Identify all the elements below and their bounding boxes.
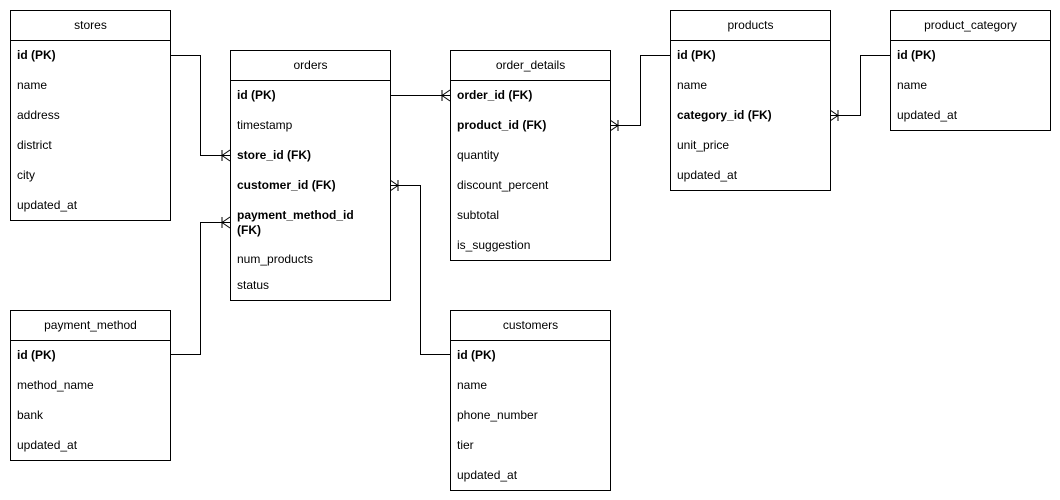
- field-discount-percent: discount_percent: [457, 178, 549, 192]
- field-is-suggestion: is_suggestion: [457, 238, 531, 252]
- connector-category-products: [830, 55, 890, 116]
- field-payment-method-id: payment_method_id (FK): [237, 208, 354, 237]
- table-header: orders: [231, 51, 390, 81]
- field-quantity: quantity: [457, 148, 500, 162]
- field-updated-at: updated_at: [897, 108, 958, 122]
- table-products[interactable]: products id (PK) name category_id (FK) u…: [670, 10, 831, 191]
- field-method-name: method_name: [17, 378, 94, 392]
- connector-stores-orders: [170, 55, 230, 156]
- crowfoot-orders-orderdetails: [441, 89, 451, 102]
- table-customers[interactable]: customers id (PK) name phone_number tier…: [450, 310, 611, 491]
- table-header: customers: [451, 311, 610, 341]
- crowfoot-category-products: [829, 109, 839, 122]
- field-unit-price: unit_price: [677, 138, 730, 152]
- field-category-id: category_id (FK): [677, 108, 772, 122]
- table-header: payment_method: [11, 311, 170, 341]
- field-timestamp: timestamp: [237, 118, 293, 132]
- field-name: name: [17, 78, 48, 92]
- field-updated-at: updated_at: [17, 438, 78, 452]
- field-subtotal: subtotal: [457, 208, 500, 222]
- field-address: address: [17, 108, 60, 122]
- field-tier: tier: [457, 438, 474, 452]
- field-bank: bank: [17, 408, 44, 422]
- field-id: id (PK): [677, 48, 716, 62]
- crowfoot-stores-orders: [221, 149, 231, 162]
- field-order-id: order_id (FK): [457, 88, 533, 102]
- table-payment-method[interactable]: payment_method id (PK) method_name bank …: [10, 310, 171, 461]
- field-store-id: store_id (FK): [237, 148, 312, 162]
- table-header: product_category: [891, 11, 1050, 41]
- field-name: name: [897, 78, 928, 92]
- table-product-category[interactable]: product_category id (PK) name updated_at: [890, 10, 1051, 131]
- field-num-products: num_products: [237, 252, 314, 266]
- crowfoot-products-orderdetails: [609, 119, 619, 132]
- field-id: id (PK): [237, 88, 276, 102]
- field-updated-at: updated_at: [17, 198, 78, 212]
- table-header: products: [671, 11, 830, 41]
- table-header: order_details: [451, 51, 610, 81]
- crowfoot-customers-orders: [389, 179, 399, 192]
- field-id: id (PK): [17, 48, 56, 62]
- field-name: name: [677, 78, 708, 92]
- field-updated-at: updated_at: [677, 168, 738, 182]
- field-district: district: [17, 138, 52, 152]
- field-id: id (PK): [457, 348, 496, 362]
- field-name: name: [457, 378, 488, 392]
- crowfoot-payment-orders: [221, 216, 231, 229]
- field-updated-at: updated_at: [457, 468, 518, 482]
- field-city: city: [17, 168, 35, 182]
- field-id: id (PK): [897, 48, 936, 62]
- field-product-id: product_id (FK): [457, 118, 547, 132]
- table-orders[interactable]: orders id (PK) timestamp store_id (FK) c…: [230, 50, 391, 301]
- table-header: stores: [11, 11, 170, 41]
- field-phone-number: phone_number: [457, 408, 538, 422]
- field-status: status: [237, 278, 270, 292]
- field-customer-id: customer_id (FK): [237, 178, 336, 192]
- connector-payment-orders: [170, 222, 230, 355]
- table-order-details[interactable]: order_details order_id (FK) product_id (…: [450, 50, 611, 261]
- connector-customers-orders: [390, 185, 450, 355]
- table-stores[interactable]: stores id (PK) name address district cit…: [10, 10, 171, 221]
- connector-products-orderdetails: [610, 55, 670, 126]
- field-id: id (PK): [17, 348, 56, 362]
